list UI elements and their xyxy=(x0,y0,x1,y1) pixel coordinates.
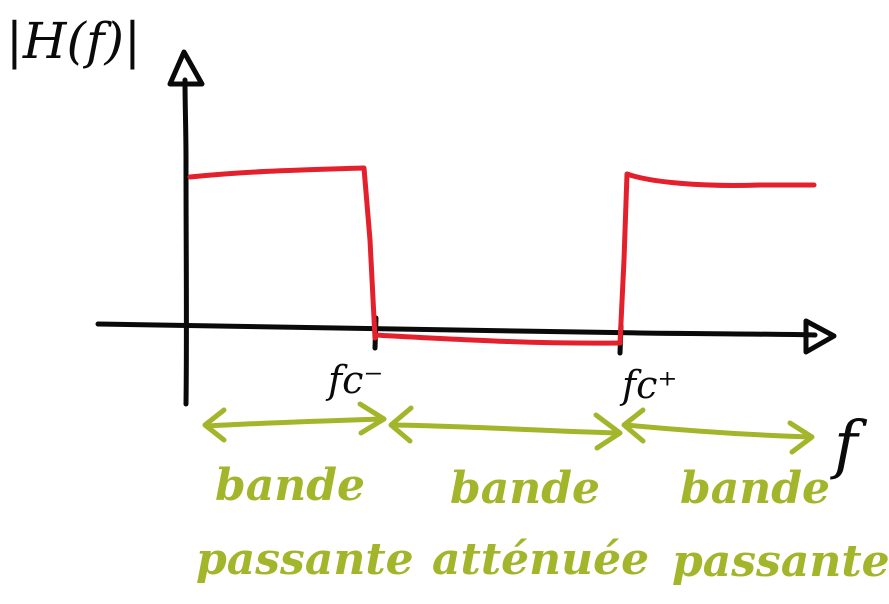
x-axis-arrowhead xyxy=(803,318,837,355)
band-arrow-attenuee xyxy=(388,405,623,451)
y-axis-label: |H(f)| xyxy=(6,12,141,70)
y-axis-arrowhead xyxy=(167,49,205,87)
fc-minus-label: fc⁻ xyxy=(325,358,383,402)
x-axis xyxy=(95,321,818,338)
band-arrow-passante-left xyxy=(202,401,387,443)
band-2-line2: atténuée xyxy=(432,534,649,585)
band-3-line1: bande xyxy=(680,463,830,514)
band-3-line2: passante xyxy=(672,536,889,587)
magnitude-response-stop xyxy=(372,332,623,346)
fc-plus-label: fc⁺ xyxy=(619,363,677,407)
magnitude-response-high-pass xyxy=(617,171,817,346)
y-axis xyxy=(182,77,189,407)
band-1-line2: passante xyxy=(196,534,414,585)
band-1-line1: bande xyxy=(215,460,365,511)
magnitude-response-low-pass xyxy=(187,165,378,341)
x-axis-label: f xyxy=(830,408,868,482)
band-2-line1: bande xyxy=(450,463,600,514)
band-arrow-passante-right xyxy=(621,407,815,455)
